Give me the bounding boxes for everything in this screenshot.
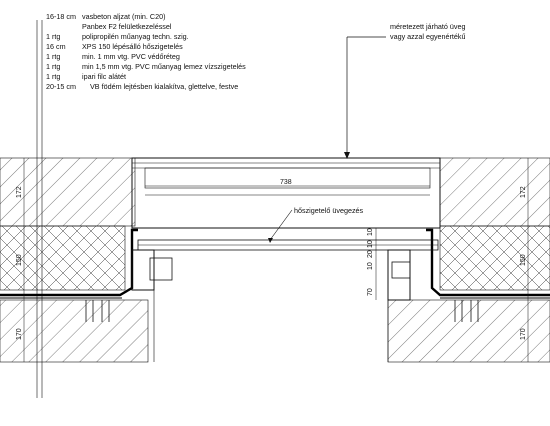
- dimension-left-mid: 150: [16, 254, 23, 266]
- layer-text: min. 1 mm vtg. PVC védőréteg: [82, 52, 180, 61]
- insulation-left: [0, 225, 126, 291]
- layer-qty: 1 rtg: [46, 62, 60, 71]
- layer-qty: 16-18 cm: [46, 12, 76, 21]
- glass-leader: [269, 209, 293, 241]
- membrane-right: [426, 228, 550, 297]
- dimension-frame-e: 70: [367, 288, 374, 296]
- layer-qty: 1 rtg: [46, 72, 60, 81]
- layer-text: polipropilén műanyag techn. szig.: [82, 32, 189, 41]
- dimension-right-top: 172: [520, 186, 527, 198]
- layer-qty: 1 rtg: [46, 32, 60, 41]
- dimension-frame-b: 10: [367, 240, 374, 248]
- layer-text: XPS 150 lépésálló hőszigetelés: [82, 42, 183, 51]
- glass-label: vagy azzal egyenértékű: [390, 32, 466, 41]
- layer-qty: 16 cm: [46, 42, 66, 51]
- dimension-frame-c: 20: [367, 250, 374, 258]
- rc-slab-right: [387, 299, 550, 363]
- dimension-left-bottom: 170: [16, 328, 23, 340]
- dimension-frame-d: 10: [367, 262, 374, 270]
- arrow-icon: [344, 152, 350, 159]
- dimension-right-bottom: 170: [520, 328, 527, 340]
- layer-qty: 1 rtg: [46, 52, 60, 61]
- layer-text: Panbex F2 felületkezeléssel: [82, 22, 172, 31]
- dimension-frame-a: 10: [367, 228, 374, 236]
- frame-profile-right: [387, 249, 411, 301]
- glass-label: méretezett járható üveg: [390, 22, 466, 31]
- dimension-opening: 738: [280, 179, 292, 186]
- concrete-slab-left: [0, 157, 136, 227]
- frame-profile-left: [131, 249, 155, 291]
- layer-text: min 1,5 mm vtg. PVC műanyag lemez vízszi…: [82, 62, 246, 71]
- layer-list: 16-18 cm vasbeton aljzat (min. C20) Panb…: [46, 12, 246, 91]
- concrete-slab-right: [439, 157, 550, 227]
- skylight-frame: [131, 157, 441, 229]
- rc-slab-left: [0, 299, 149, 363]
- layer-qty: 20-15 cm: [46, 82, 76, 91]
- dimension-right-mid: 150: [520, 254, 527, 266]
- layer-text: VB födém lejtésben kialakítva, glettelve…: [90, 82, 238, 91]
- insulating-glass-label: hőszigetelő üvegezés: [294, 206, 364, 215]
- layer-text: vasbeton aljzat (min. C20): [82, 12, 166, 21]
- insulation-right: [439, 225, 550, 291]
- anchors: [85, 300, 479, 322]
- arrow-icon: [268, 238, 273, 243]
- dimension-left-top: 172: [16, 186, 23, 198]
- layer-text: ipari filc alátét: [82, 72, 126, 81]
